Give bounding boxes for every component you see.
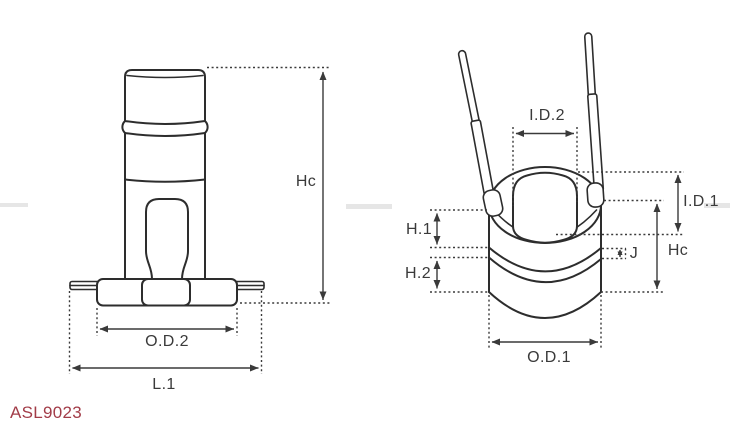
lead-wire-right — [583, 32, 605, 208]
side-view-dimensions — [68, 66, 331, 374]
dimension-label-id1: I.D.1 — [683, 193, 719, 210]
shaft-top-chamfer — [126, 74, 204, 79]
side-view-figure — [69, 69, 265, 307]
shaft-slot — [145, 198, 189, 280]
lead-wire-left — [457, 49, 504, 217]
perspective-view-dimensions — [430, 127, 684, 348]
base-tab-right — [233, 280, 265, 291]
dimension-label-h2: H.2 — [404, 265, 432, 282]
shaft-body — [124, 132, 206, 281]
cylinder-groove-upper — [488, 246, 602, 273]
dimension-label-od2: O.D.2 — [145, 333, 189, 350]
shaft-top-section — [124, 69, 206, 121]
dimension-label-j: J — [629, 245, 639, 262]
dimension-label-hc-left: Hc — [295, 173, 317, 190]
cylinder-bottom-edge — [488, 291, 602, 319]
base-tab-left — [69, 280, 101, 291]
perspective-view-figure — [457, 32, 605, 319]
dimension-label-id2: I.D.2 — [529, 107, 565, 124]
shaft-groove — [124, 120, 206, 125]
dimension-label-l1: L.1 — [152, 376, 176, 393]
part-number: ASL9023 — [10, 403, 83, 422]
dimension-label-hc-right: Hc — [667, 242, 689, 259]
wire-terminal-right — [586, 182, 605, 208]
wire-terminal-left — [482, 189, 504, 217]
base-center-block — [141, 278, 191, 307]
watermark-artifact — [0, 203, 730, 209]
cylinder-bore — [512, 171, 578, 244]
cylinder-groove-lower — [488, 256, 602, 284]
dimension-label-h1: H.1 — [405, 221, 433, 238]
dimension-label-od1: O.D.1 — [527, 349, 571, 366]
